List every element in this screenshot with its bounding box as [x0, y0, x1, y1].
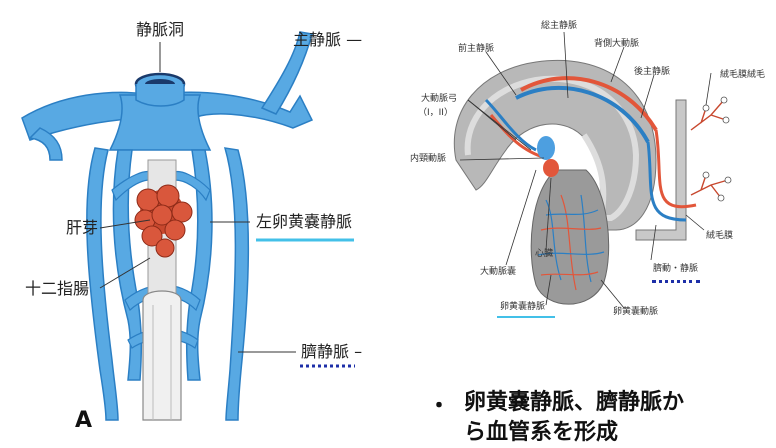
- label-posterior-cardinal: 後主静脈: [634, 68, 670, 77]
- label-chorionic-villi: 絨毛膜絨毛: [720, 71, 765, 80]
- panel-letter: A: [75, 408, 92, 433]
- underline-umbilical-av: [652, 280, 700, 283]
- bullet-text: 卵黄嚢静脈、臍静脈か ら血管系を形成: [464, 388, 764, 448]
- label-venous-sinus: 静脈洞: [136, 22, 184, 38]
- label-vitelline-artery: 卵黄嚢動脈: [613, 308, 658, 317]
- label-duodenum: 十二指腸: [25, 281, 89, 297]
- label-anterior-cardinal: 前主静脈: [458, 45, 494, 54]
- label-aortic-arches: 大動脈弓: [421, 95, 457, 104]
- bullet-line-2: ら血管系を形成: [464, 418, 764, 448]
- underline-vitelline-vein: [497, 316, 555, 318]
- label-umbilical-vein: 臍静脈 –: [301, 344, 362, 360]
- label-heart: 心臓: [535, 250, 553, 259]
- label-liver-bud: 肝芽: [66, 220, 98, 236]
- label-common-cardinal: 総主静脈: [541, 22, 577, 31]
- right-embryo-diagram: [386, 20, 776, 330]
- bullet-line-1: 卵黄嚢静脈、臍静脈か: [464, 388, 764, 418]
- label-internal-carotid: 内頸動脈: [410, 155, 446, 164]
- slide: 静脈洞 主静脈 — 肝芽 左卵黄嚢静脈 十二指腸 臍静脈 – A: [0, 0, 776, 437]
- label-dorsal-aorta: 背側大動脈: [594, 40, 639, 49]
- bullet-mark: ・: [428, 388, 450, 420]
- label-chorion: 絨毛膜: [706, 232, 733, 241]
- label-umbilical-av: 臍動・静脈: [653, 265, 698, 274]
- label-vitelline-vein: 卵黄嚢静脈: [500, 303, 545, 312]
- label-aortic-sac: 大動脈嚢: [480, 268, 516, 277]
- label-left-vitelline-vein: 左卵黄嚢静脈: [256, 214, 352, 230]
- label-aortic-arches-num: （I，II）: [418, 109, 453, 118]
- label-main-vein: 主静脈 —: [293, 32, 362, 48]
